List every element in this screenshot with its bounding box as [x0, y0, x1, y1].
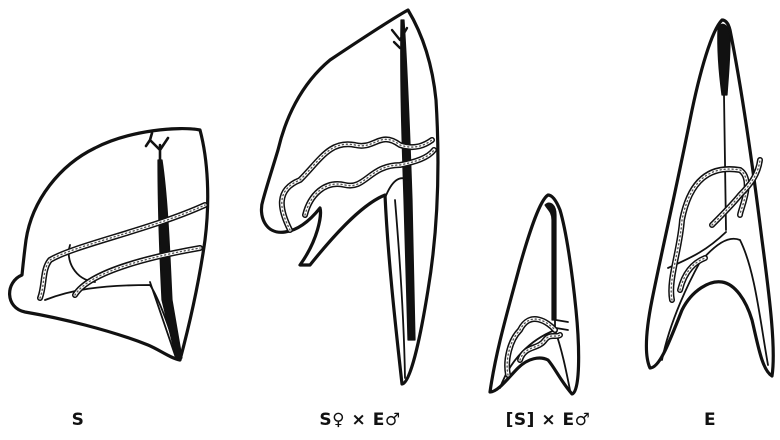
specimen-s-bracket-x-e-male: [490, 195, 579, 394]
specimen-s-female-x-e-male: [261, 10, 437, 384]
specimen-e-outline: [646, 20, 773, 376]
specimen-s: [10, 129, 208, 360]
specimen-bsxe-tick: [556, 320, 568, 330]
specimen-s-midrib: [158, 160, 182, 358]
label-s: S: [72, 410, 85, 430]
label-e: E: [704, 410, 716, 430]
specimen-e: [646, 20, 773, 376]
label-s-female-x-e-male: S♀ × E♂: [319, 410, 400, 430]
specimen-s-branch-tip: [146, 133, 168, 162]
label-s-bracket-x-e-male: [S] × E♂: [506, 410, 591, 430]
specimen-s-outline: [10, 129, 208, 360]
specimen-e-midrib: [718, 24, 730, 95]
